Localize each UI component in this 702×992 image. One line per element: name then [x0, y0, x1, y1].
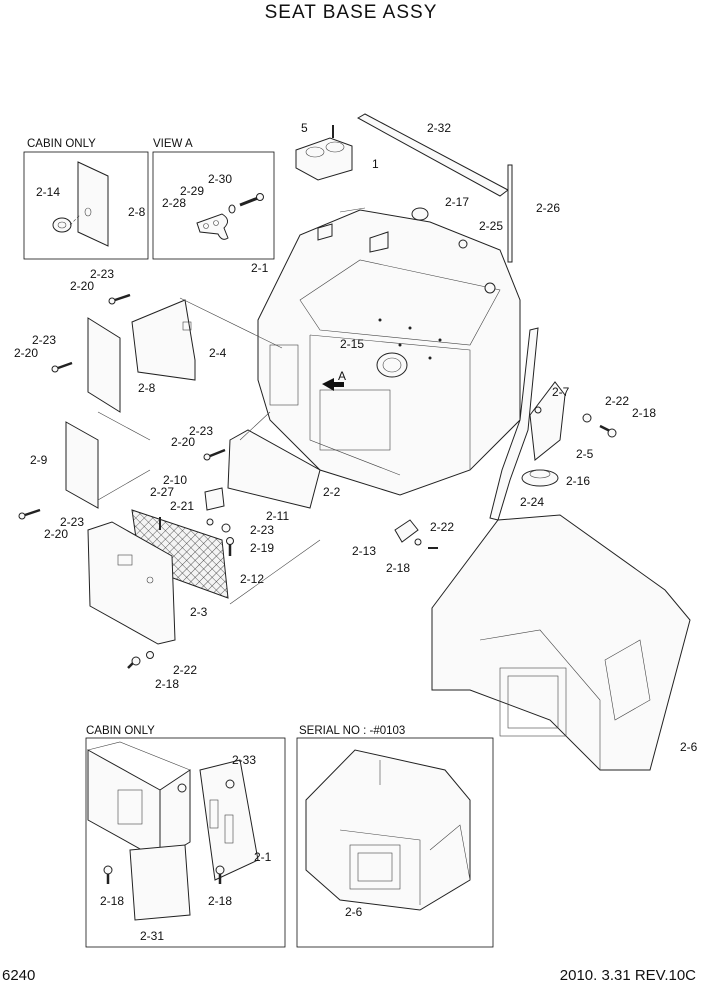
part-label: 2-20: [14, 346, 38, 360]
seat-base-frame: A: [257, 209, 521, 496]
part-label: 2-26: [536, 201, 560, 215]
part-label: 2-28: [162, 196, 186, 210]
part-label: 1: [372, 157, 379, 171]
part-label: 2-18: [155, 677, 179, 691]
inset-caption-cabin-only: CABIN ONLY: [27, 138, 96, 150]
part-label: 2-19: [250, 541, 274, 555]
part-label: 2-23: [32, 333, 56, 347]
revision-date: 2010. 3.31 REV.10C: [559, 967, 696, 984]
part-label: 5: [301, 121, 308, 135]
part-label: 2-24: [520, 495, 544, 509]
part-label: 2-2: [323, 485, 341, 499]
inset-caption-cabin-only-bottom: CABIN ONLY: [86, 725, 155, 737]
part-label: 2-1: [254, 850, 272, 864]
view-marker-a: A: [338, 369, 346, 383]
inset-cabin-only-bottom: CABIN ONLY: [85, 725, 286, 948]
part-label: 2-8: [128, 205, 146, 219]
part-label: 2-23: [90, 267, 114, 281]
part-label: 2-22: [605, 394, 629, 408]
part-label: 2-6: [345, 905, 363, 919]
part-label: 2-5: [576, 447, 594, 461]
part-label: 2-13: [352, 544, 376, 558]
inset-view-a: VIEW A: [152, 138, 275, 260]
part-label: 2-14: [36, 185, 60, 199]
part-label: 2-33: [232, 753, 256, 767]
part-label: 2-4: [209, 346, 227, 360]
part-label: 2-1: [251, 261, 269, 275]
part-label: 2-20: [70, 279, 94, 293]
part-labels: 5 2-32 1 2-17 2-26 2-25 2-14 2-8 2-30 2-…: [14, 121, 698, 943]
inset-serial-number: SERIAL NO : -#0103: [296, 725, 494, 948]
part-label: 2-27: [150, 485, 174, 499]
page-title: SEAT BASE ASSY: [264, 2, 438, 23]
part-label: 2-18: [208, 894, 232, 908]
part-label: 2-6: [680, 740, 698, 754]
inset-cabin-only-top: CABIN ONLY: [23, 138, 149, 260]
part-label: 2-31: [140, 929, 164, 943]
inset-caption-serial-number: SERIAL NO : -#0103: [299, 725, 405, 737]
part-label: 2-32: [427, 121, 451, 135]
part-label: 2-29: [180, 184, 204, 198]
page-number: 6240: [2, 967, 36, 984]
inset-caption-view-a: VIEW A: [153, 138, 193, 150]
part-label: 2-8: [138, 381, 156, 395]
part-label: 2-7: [552, 385, 570, 399]
part-label: 2-12: [240, 572, 264, 586]
part-label: 2-21: [170, 499, 194, 513]
part-label: 2-3: [190, 605, 208, 619]
seat-parts: [18, 113, 691, 771]
part-label: 2-10: [163, 473, 187, 487]
part-label: 2-25: [479, 219, 503, 233]
part-label: 2-20: [171, 435, 195, 449]
part-label: 2-23: [60, 515, 84, 529]
part-label: 2-20: [44, 527, 68, 541]
part-label: 2-16: [566, 474, 590, 488]
part-label: 2-18: [632, 406, 656, 420]
part-label: 2-22: [173, 663, 197, 677]
part-label: 2-11: [266, 509, 289, 523]
part-label: 2-18: [100, 894, 124, 908]
part-label: 2-23: [250, 523, 274, 537]
part-label: 2-18: [386, 561, 410, 575]
part-label: 2-22: [430, 520, 454, 534]
part-label: 2-17: [445, 195, 469, 209]
part-label: 2-30: [208, 172, 232, 186]
part-label: 2-15: [340, 337, 364, 351]
part-label: 2-23: [189, 424, 213, 438]
part-label: 2-9: [30, 453, 48, 467]
